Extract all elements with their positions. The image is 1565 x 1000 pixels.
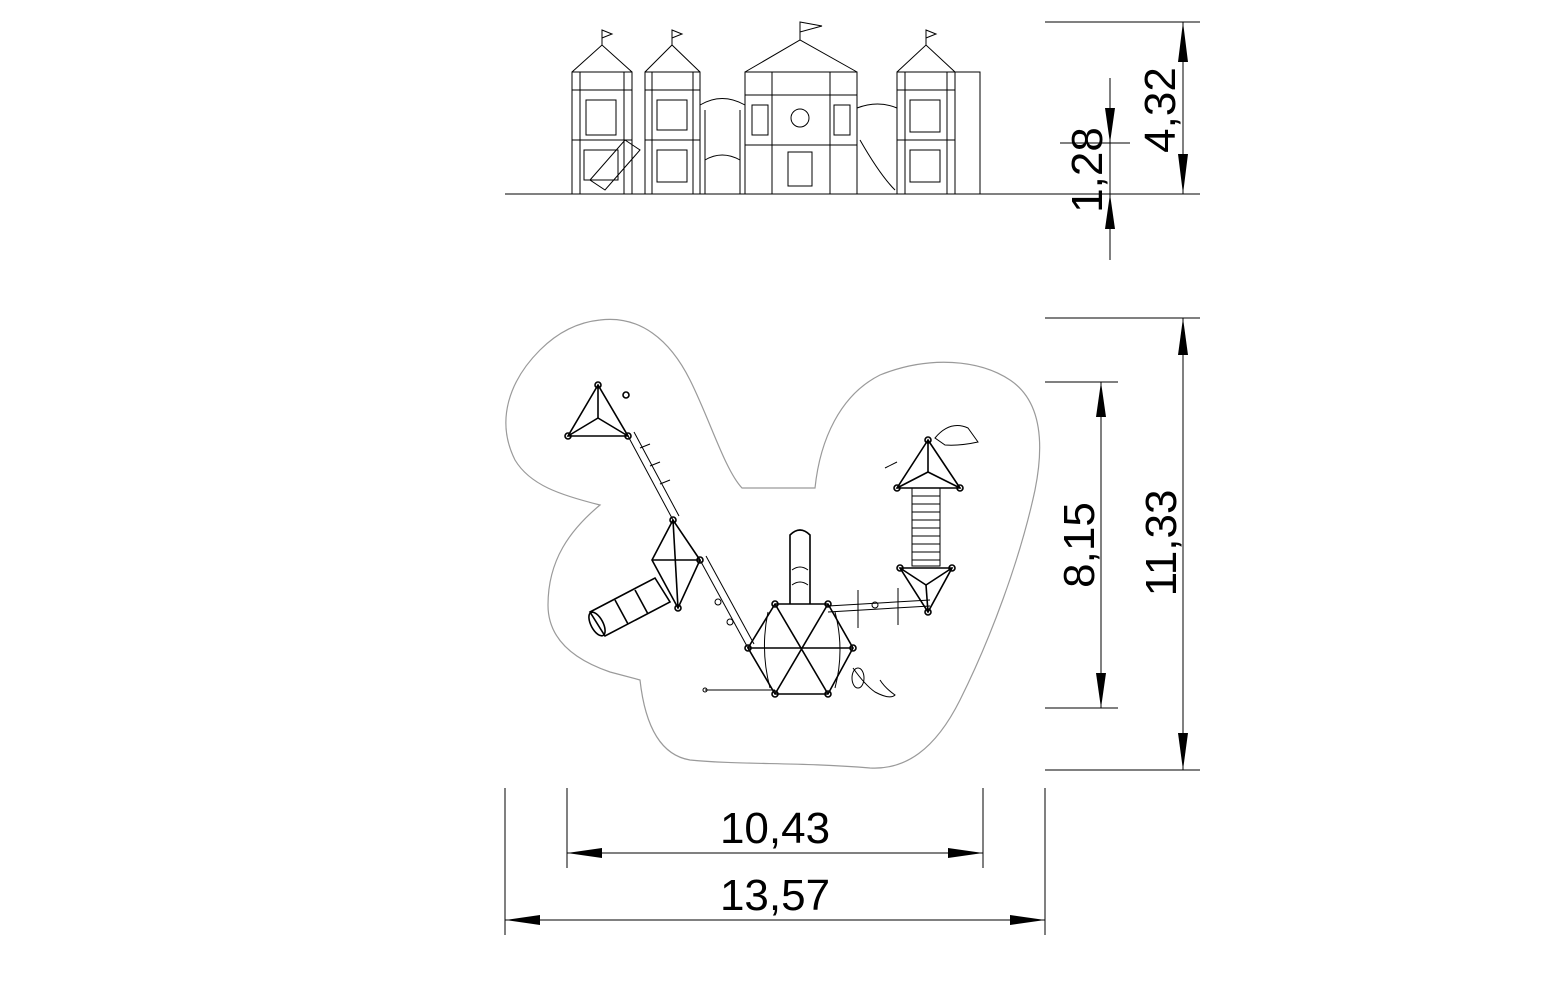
dim-plan-inner-depth: 8,15 bbox=[1055, 502, 1104, 588]
elevation-dimension-lines bbox=[1045, 21, 1200, 260]
elevation-tower-3 bbox=[744, 21, 858, 195]
plan-tower-top-left bbox=[564, 381, 632, 440]
plan-connector-lower bbox=[699, 555, 755, 649]
dim-plan-inner-width: 10,43 bbox=[720, 804, 830, 853]
plan-connector-right bbox=[827, 588, 931, 628]
dim-plan-outer-width: 13,57 bbox=[720, 871, 830, 920]
plan-connector-upper bbox=[627, 431, 680, 521]
plan-climbing-bar bbox=[702, 687, 775, 693]
plan-climbing-feature bbox=[851, 667, 896, 698]
plan-straight-slide bbox=[789, 529, 811, 604]
plan-view: 11,33 8,15 10,43 13,57 bbox=[504, 317, 1200, 935]
elevation-bridge-right bbox=[856, 103, 898, 191]
plan-tower-right-lower bbox=[896, 564, 956, 616]
safety-zone-outline bbox=[505, 318, 1041, 769]
plan-tower-right-upper bbox=[884, 425, 979, 492]
dim-elevation-total-height: 4,32 bbox=[1136, 67, 1185, 153]
dim-plan-outer-depth: 11,33 bbox=[1137, 490, 1186, 597]
plan-tower-middle-left bbox=[651, 516, 704, 612]
plan-tower-central bbox=[744, 600, 857, 698]
elevation-tower-2 bbox=[644, 29, 701, 195]
elevation-tower-4 bbox=[896, 29, 981, 195]
plan-dimension-lines bbox=[504, 317, 1200, 935]
plan-tube-slide bbox=[588, 576, 672, 638]
elevation-bridge-left bbox=[699, 98, 746, 194]
plan-ladder bbox=[911, 487, 941, 567]
dim-elevation-platform-height: 1,28 bbox=[1063, 127, 1112, 213]
elevation-view: 4,32 1,28 bbox=[505, 21, 1200, 260]
elevation-tower-1 bbox=[571, 29, 641, 195]
